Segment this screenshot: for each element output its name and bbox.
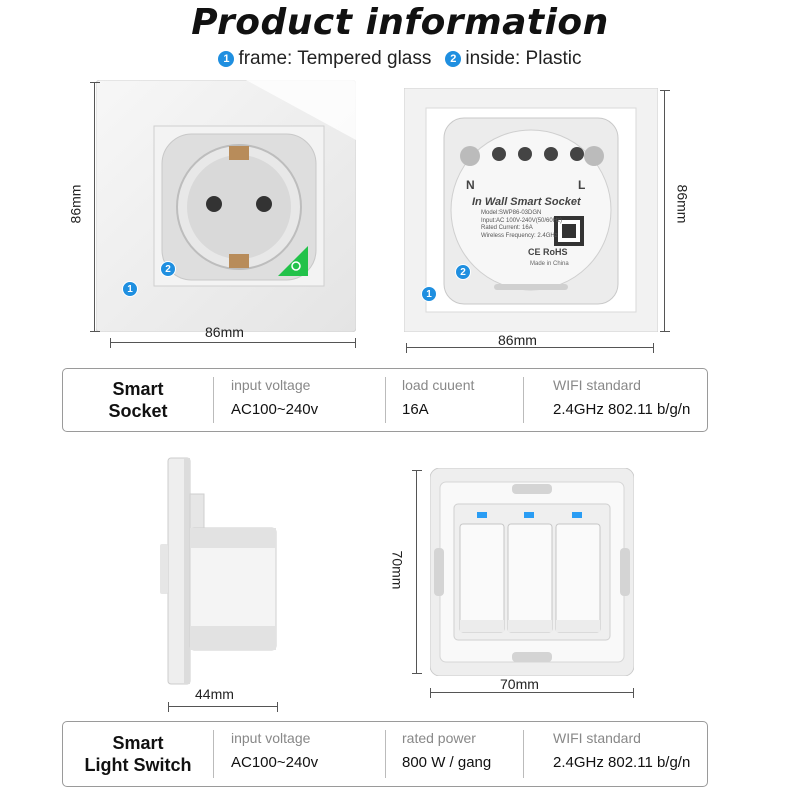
socket-depth-dimension [168, 702, 278, 712]
switch-height-dimension [412, 470, 422, 674]
socket-voltage-value: AC100~240v [231, 401, 319, 418]
socket-back-height-dimension [660, 90, 670, 332]
frame-material-text: frame: Tempered glass [238, 48, 432, 69]
switch-power-label: rated power [402, 730, 476, 746]
socket-wifi-value: 2.4GHz 802.11 b/g/n [553, 401, 691, 418]
marker-2-icon: 2 [445, 51, 462, 67]
socket-back-marker-2-icon: 2 [455, 264, 471, 280]
cert-marks: CE RoHS [528, 247, 568, 257]
module-input: Input:AC 100V-240V(50/60Hz) [481, 217, 563, 224]
module-title: In Wall Smart Socket [472, 196, 581, 208]
socket-back-marker-1-icon: 1 [421, 286, 437, 302]
marker-1-icon: 1 [218, 51, 235, 67]
module-model: Model:SWP86-03DGN [481, 210, 542, 216]
n-terminal-label: N [466, 178, 475, 192]
inside-material-text: inside: Plastic [465, 48, 582, 69]
page-title: Product information [191, 2, 609, 43]
socket-front-marker-1-icon: 1 [122, 281, 138, 297]
socket-back-width-label: 86mm [498, 332, 537, 348]
socket-voltage-label: input voltage [231, 377, 311, 393]
socket-wifi-label: WIFI standard [553, 377, 641, 393]
socket-name-line2: Socket [108, 401, 168, 421]
socket-front-height-label: 86mm [67, 184, 84, 224]
switch-front-image [430, 468, 634, 676]
switch-voltage-label: input voltage [231, 730, 311, 746]
socket-front-height-dimension [90, 82, 100, 332]
made-in-label: Made in China [530, 261, 569, 267]
switch-name-line1: Smart [112, 733, 164, 753]
socket-current-label: load cuuent [402, 377, 475, 393]
switch-width-label: 70mm [500, 676, 539, 692]
socket-back-height-label: 86mm [674, 184, 691, 224]
switch-wifi-value: 2.4GHz 802.11 b/g/n [553, 754, 691, 771]
socket-back-image [404, 88, 658, 332]
l-terminal-label: L [578, 178, 586, 192]
socket-current-value: 16A [402, 401, 429, 418]
socket-front-marker-2-icon: 2 [160, 261, 176, 277]
module-current: Rated Current: 16A [481, 225, 533, 231]
module-wifi: Wireless Frequency: 2.4GHz [481, 232, 558, 239]
socket-back-width-dimension [406, 343, 654, 353]
socket-depth-label: 44mm [195, 686, 234, 702]
module-specs: Model:SWP86-03DGN Input:AC 100V-240V(50/… [481, 210, 562, 240]
switch-wifi-label: WIFI standard [553, 730, 641, 746]
socket-front-width-label: 86mm [205, 324, 244, 340]
switch-width-dimension [430, 688, 634, 698]
socket-front-width-dimension [110, 338, 356, 348]
switch-voltage-value: AC100~240v [231, 754, 319, 771]
socket-name-line1: Smart [112, 379, 164, 399]
switch-name-line2: Light Switch [84, 755, 192, 775]
socket-side-image [160, 457, 277, 685]
switch-height-label: 70mm [389, 550, 406, 590]
switch-power-value: 800 W / gang [402, 754, 492, 771]
